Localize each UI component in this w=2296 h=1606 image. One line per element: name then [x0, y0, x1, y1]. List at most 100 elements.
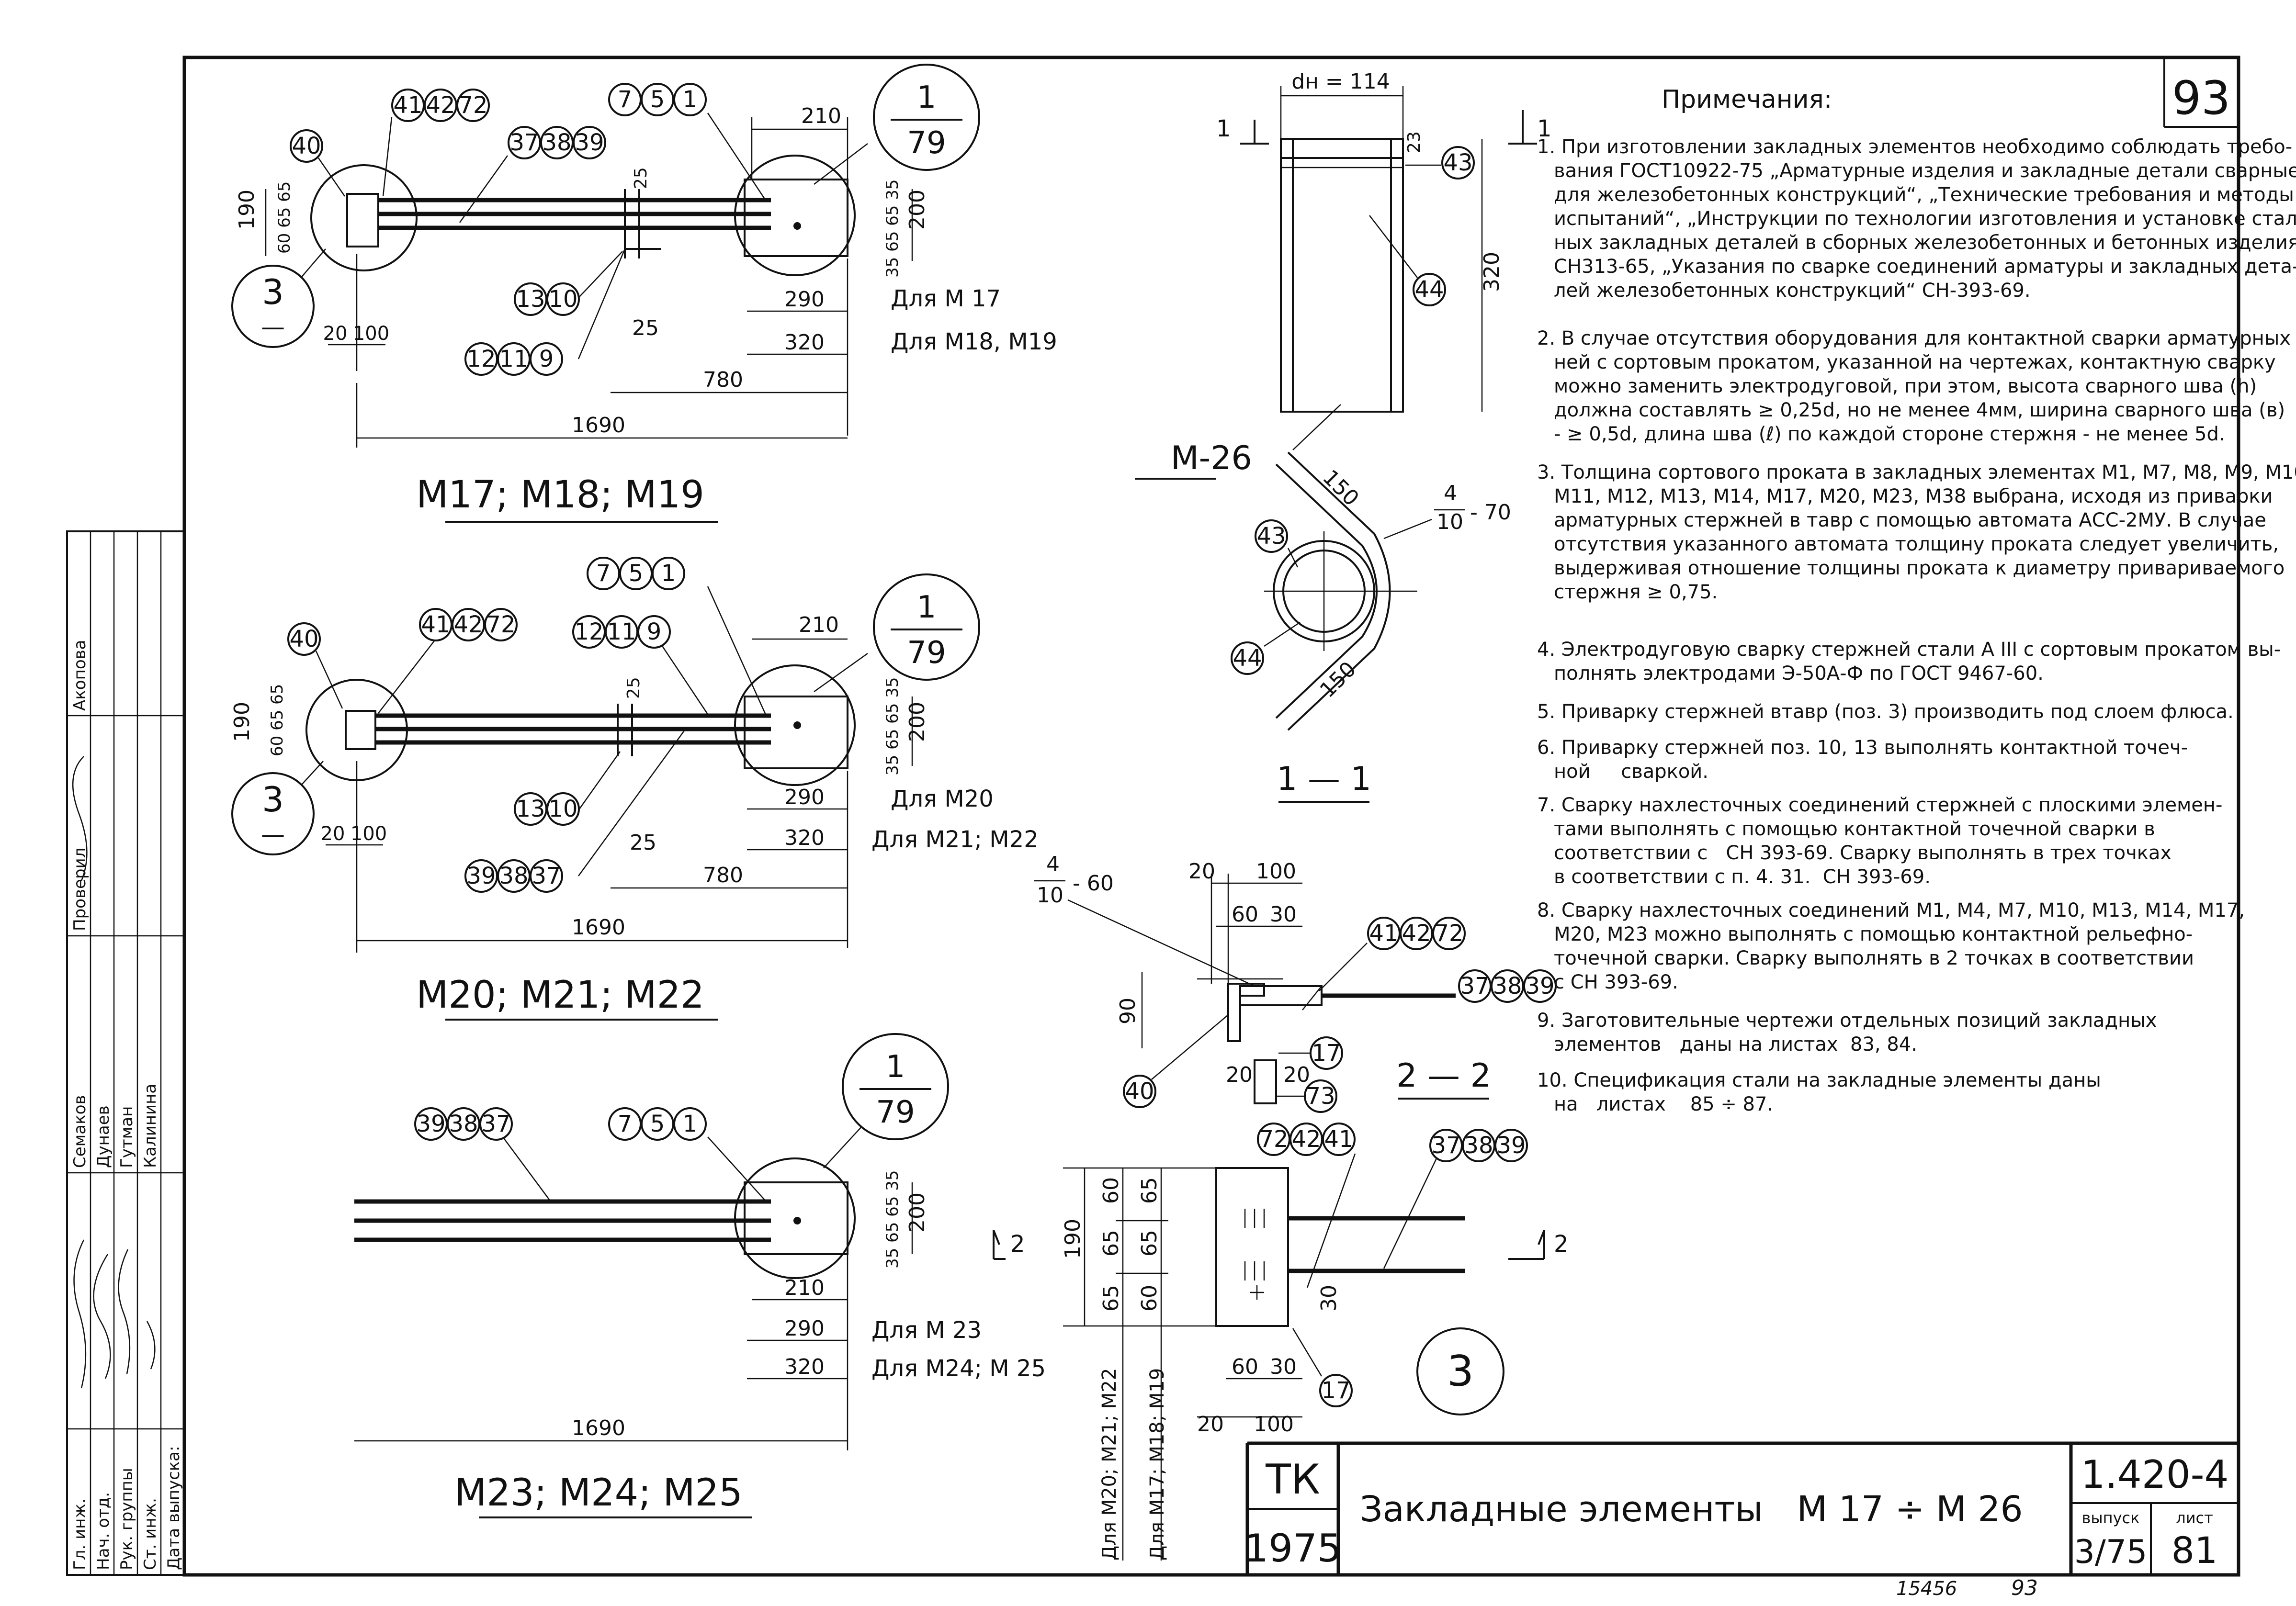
mark-41: 41 [421, 611, 450, 638]
note-line: испытаний“, „Инструкции по технологии из… [1554, 208, 2296, 230]
dim-200: 200 [905, 702, 929, 742]
mark-41: 41 [1324, 1126, 1353, 1153]
sheet-title: Закладные элементы М 17 ÷ М 26 [1360, 1489, 2023, 1530]
for-m20-22: Для М20; М21; М22 [1098, 1368, 1120, 1561]
note-line: на листах 85 ÷ 87. [1554, 1093, 1773, 1115]
dim-190: 190 [235, 190, 259, 230]
note-line: М20, М23 можно выполнять с помощью конта… [1554, 923, 2193, 945]
dim-100: 100 [351, 823, 387, 845]
view-m17: 210 200 35 65 65 35 60 65 65 190 25 25 2… [231, 64, 1057, 523]
cut-1-left: 1 [1216, 115, 1231, 142]
note-line: в соответствии с п. 4. 31. СН 393-69. [1554, 866, 1931, 888]
mark-44: 44 [1414, 276, 1444, 303]
inventory-number: 15456 [1896, 1578, 1957, 1600]
note-line: 2. В случае отсутствия оборудования для … [1537, 327, 2296, 349]
node-ref-bottom: — [261, 820, 285, 848]
dim-20: 20 [1197, 1412, 1224, 1437]
mark-72: 72 [1434, 920, 1463, 947]
detail-circle [310, 164, 418, 271]
mark-72: 72 [1259, 1126, 1288, 1153]
mark-40: 40 [292, 133, 321, 159]
stamp-name-3: Гутман [117, 1106, 136, 1168]
bottom-page: 93 [2011, 1576, 2038, 1600]
dim-20: 20 [1188, 859, 1215, 884]
notes-block: Примечания: 1. При изготовлении закладны… [1537, 85, 2296, 1115]
dim-60c: 60 [1232, 1355, 1258, 1379]
view-label-m20: М20; М21; М22 [416, 974, 704, 1017]
section-label-22: 2 — 2 [1396, 1057, 1491, 1095]
note-line: 9. Заготовительные чертежи отдельных поз… [1537, 1010, 2157, 1032]
sheet-caption: лист [2176, 1509, 2213, 1527]
view-section-22: 4 10 - 60 20 100 60 30 90 20 20 41 42 72… [1034, 852, 1557, 1113]
dim-1690: 1690 [572, 413, 625, 438]
stamp-name-4: Калинина [141, 1084, 160, 1168]
mark-72: 72 [458, 92, 487, 119]
mark-5: 5 [650, 86, 665, 113]
note-line: точечной сварки. Сварку выполнять в 2 то… [1554, 947, 2194, 969]
sheet-value: 81 [2172, 1529, 2218, 1572]
mark-9: 9 [647, 618, 662, 645]
mark-39: 39 [575, 129, 604, 156]
mark-7: 7 [596, 560, 611, 587]
org-label: ТК [1265, 1456, 1320, 1504]
ref-top: 1 [917, 590, 937, 625]
dim-320: 320 [784, 826, 825, 850]
dim-780: 780 [703, 368, 743, 392]
view-m20: 210 200 35 65 65 35 60 65 65 190 25 25 2… [230, 557, 1039, 1021]
section-label-11: 1 — 1 [1277, 760, 1371, 798]
mark-38: 38 [499, 863, 528, 889]
mark-41: 41 [1369, 920, 1398, 947]
mark-43: 43 [1256, 523, 1286, 550]
mark-39: 39 [1496, 1132, 1526, 1159]
mark-13: 13 [516, 796, 545, 822]
mark-17: 17 [1312, 1040, 1341, 1067]
note-line: 8. Сварку нахлесточных соединений М1, М4… [1537, 899, 2245, 921]
mark-42: 42 [426, 92, 455, 119]
series-code: 1.420-4 [2081, 1452, 2229, 1497]
view-m26-section: 150 150 4 10 - 70 43 44 1 — 1 [1231, 404, 1511, 803]
mark-39: 39 [1525, 973, 1554, 1000]
dim-150a: 150 [1318, 465, 1363, 511]
mark-37: 37 [532, 863, 561, 889]
plate2-den: 10 [1037, 883, 1063, 908]
dim-upper: 35 65 65 35 [883, 180, 902, 278]
note-line: М11, М12, М13, М14, М17, М20, М23, М38 в… [1554, 485, 2273, 507]
note-line: можно заменить электродуговой, при этом,… [1554, 375, 2257, 397]
cut-1-right: 1 [1537, 115, 1552, 142]
view-label-m17: М17; М18; М19 [416, 473, 704, 517]
stamp-name-2: Дунаев [94, 1105, 113, 1168]
mark-40: 40 [289, 626, 318, 652]
note-line: соответствии с СН 393-69. Сварку выполня… [1554, 842, 2172, 864]
ref-bottom: 79 [907, 635, 946, 671]
dim-210: 210 [801, 104, 841, 128]
dim-200: 200 [905, 1192, 929, 1233]
stamp-name-1: Семаков [70, 1095, 90, 1168]
dim-190: 190 [1061, 1219, 1085, 1259]
mark-38: 38 [542, 129, 571, 156]
mark-72: 72 [486, 611, 515, 638]
note-line: лей железобетонных конструкций“ СН-393-6… [1554, 280, 2031, 302]
ref-top: 1 [886, 1049, 905, 1085]
mark-7: 7 [618, 86, 633, 113]
issue-caption: выпуск [2082, 1509, 2140, 1527]
dim-320: 320 [1480, 252, 1504, 292]
note-line: СН313-65, „Указания по сварке соединений… [1554, 256, 2296, 278]
view-node-3: 190 60 65 65 65 65 60 30 60 30 20 100 17… [1061, 1123, 1569, 1561]
dim-23: 23 [1404, 131, 1424, 153]
view-label-m23: М23; М24; М25 [454, 1471, 743, 1515]
weld-circle [734, 155, 856, 276]
note-line: 4. Электродуговую сварку стержней стали … [1537, 639, 2281, 661]
dim-210: 210 [799, 613, 839, 637]
dim-left: 60 65 65 [275, 181, 294, 254]
stamp-checked-name: Акопова [70, 640, 90, 711]
mark-11: 11 [607, 618, 636, 645]
note-line: 6. Приварку стержней поз. 10, 13 выполня… [1537, 737, 2188, 759]
for-m17: Для М 17 [891, 285, 1001, 312]
plate2-len: - 60 [1073, 871, 1114, 896]
mark-38: 38 [449, 1111, 478, 1137]
for-m17-19: Для М17; М18; М19 [1146, 1368, 1168, 1561]
note-line: должна составлять ≥ 0,25d, но не менее 4… [1554, 399, 2285, 421]
stamp-role-2: Нач. отд. [94, 1492, 113, 1570]
mark-37: 37 [1460, 973, 1489, 1000]
stamp-role-1: Гл. инж. [70, 1498, 90, 1570]
